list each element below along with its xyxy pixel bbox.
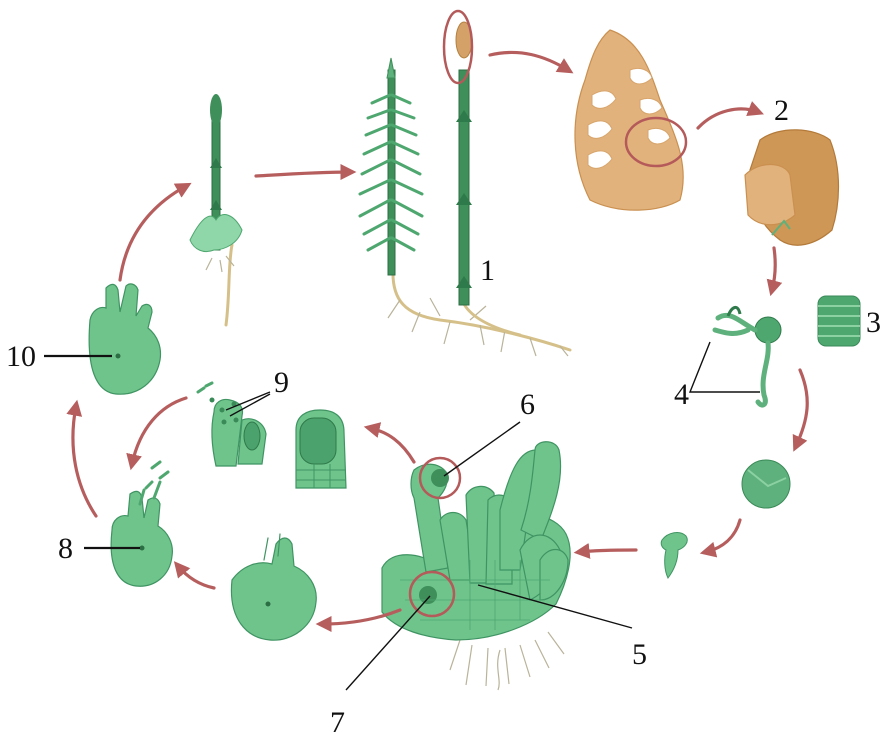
label-4: 4 (674, 378, 689, 411)
archegonium-receiving-sperm (111, 482, 172, 586)
germinating-spore (742, 460, 790, 508)
spore-with-elaters-uncoiled (715, 307, 781, 405)
label-6: 6 (520, 388, 535, 421)
label-9: 9 (274, 366, 289, 399)
sporeling (190, 94, 242, 325)
spore-with-elaters-coiled (818, 296, 860, 346)
archegonium-fertilized (231, 534, 316, 640)
antheridium-releasing-sperm (152, 383, 266, 478)
antheridium-detail (296, 410, 346, 488)
young-prothallus (661, 533, 687, 578)
label-5: 5 (632, 638, 647, 671)
gametophyte-prothallus (382, 442, 570, 690)
label-3: 3 (866, 306, 881, 339)
label-1: 1 (480, 254, 495, 287)
label-2: 2 (774, 94, 789, 127)
strobilus-section (575, 30, 686, 210)
young-sporophyte-in-archegonium (89, 284, 160, 394)
label-8: 8 (58, 532, 73, 565)
label-10: 10 (6, 340, 36, 373)
label-7: 7 (330, 706, 345, 738)
sporangiophore (745, 130, 839, 245)
